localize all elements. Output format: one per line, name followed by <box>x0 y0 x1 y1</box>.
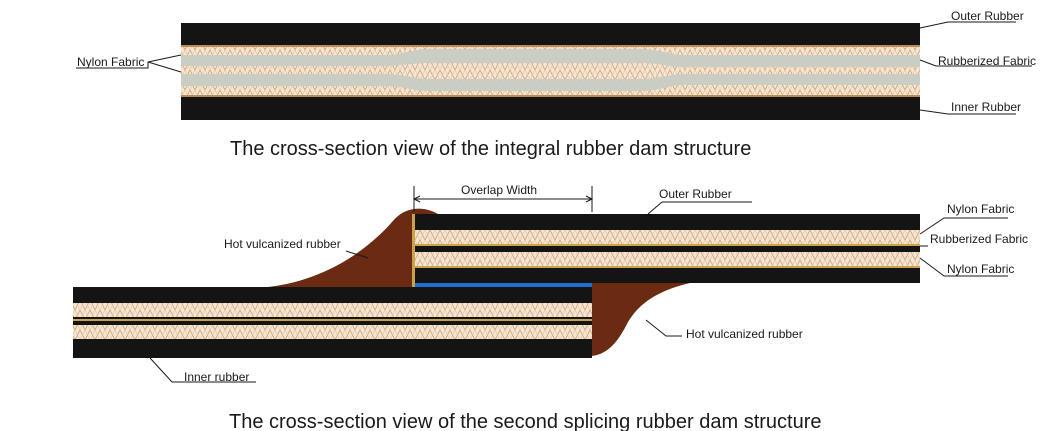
lower-sheet-rubberized-fabric-line <box>73 319 592 321</box>
splicing-rubberized-fabric-label: Rubberized Fabric <box>930 232 1028 246</box>
integral-nylon-fabric-band-lower <box>181 74 920 91</box>
splicing-nylon-fabric-bottom-label: Nylon Fabric <box>947 262 1014 276</box>
overlap-seam-gold <box>412 214 415 287</box>
integral-fabric-edge-top <box>181 45 920 47</box>
upper-sheet-rubber <box>414 214 920 283</box>
integral-fabric-edge-bottom <box>181 95 920 97</box>
upper-sheet-fabric-edge <box>414 266 920 268</box>
splicing-caption: The cross-section view of the second spl… <box>229 411 822 431</box>
lower-sheet-nylon-fabric-top <box>73 303 592 317</box>
integral-leader-lines <box>76 21 1032 115</box>
hot-vulcanized-rubber-left-label: Hot vulcanized rubber <box>224 237 341 251</box>
lower-sheet-nylon-fabric-bottom <box>73 325 592 339</box>
hot-vulcanized-rubber-right-label: Hot vulcanized rubber <box>686 327 803 341</box>
integral-dam-section: Nylon Fabric Outer Rubber Rubberized Fab… <box>76 9 1036 160</box>
splicing-dam-section: Overlap Width Outer Rubber Nylon Fabric … <box>73 183 1028 431</box>
hot-vulcanized-rubber-right <box>592 283 690 356</box>
upper-sheet-nylon-fabric-top <box>414 230 920 244</box>
splicing-nylon-fabric-top-label: Nylon Fabric <box>947 202 1014 216</box>
overlap-seam-blue <box>414 283 592 287</box>
upper-sheet-nylon-fabric-bottom <box>414 252 920 266</box>
integral-outer-rubber-label: Outer Rubber <box>951 9 1024 23</box>
integral-nylon-fabric-label: Nylon Fabric <box>77 55 144 69</box>
upper-sheet-rubberized-fabric-line <box>414 244 920 246</box>
integral-caption: The cross-section view of the integral r… <box>230 138 751 160</box>
splicing-outer-rubber-label: Outer Rubber <box>659 187 732 201</box>
hot-vulcanized-rubber-left <box>268 208 438 287</box>
lower-sheet-rubber <box>73 287 592 358</box>
integral-fabric-overlap-middle <box>385 63 685 79</box>
splicing-inner-rubber-label: Inner rubber <box>184 370 249 384</box>
overlap-width-label: Overlap Width <box>461 183 537 197</box>
integral-rubberized-fabric-label: Rubberized Fabric <box>938 54 1036 68</box>
splicing-leader-lines <box>149 201 1008 383</box>
integral-inner-rubber-label: Inner Rubber <box>951 100 1021 114</box>
integral-nylon-fabric-band-upper <box>181 49 920 67</box>
overlap-width-dimension <box>412 186 594 212</box>
